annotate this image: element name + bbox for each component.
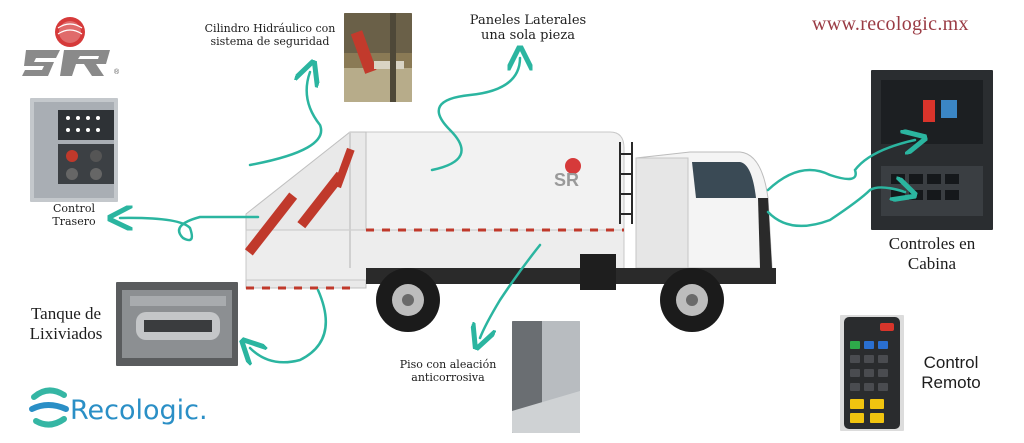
arrow-to-cabin-2 — [766, 187, 905, 228]
svg-text:®: ® — [114, 68, 120, 76]
remote-control-photo — [840, 315, 904, 431]
garbage-truck-illustration: SR — [244, 131, 776, 332]
label-leachate-tank: Tanque de Lixiviados — [29, 304, 103, 343]
cabin-controls-photo — [871, 70, 993, 230]
arrow-to-floor — [480, 243, 542, 338]
arrow-to-tank — [250, 288, 327, 362]
label-cylinder: Cilindro Hidráulico con sistema de segur… — [204, 22, 336, 48]
label-floor: Piso con aleación anticorrosiva — [399, 358, 497, 384]
label-rear-control: Control Trasero — [52, 202, 96, 228]
label-side-panels: Paneles Laterales una sola pieza — [469, 13, 587, 43]
svg-text:Recologic.: Recologic. — [70, 395, 208, 426]
arrow-to-panels — [430, 58, 520, 172]
arrow-to-cabin-1 — [766, 140, 915, 192]
rear-control-photo — [30, 98, 118, 202]
arrow-to-cylinder — [248, 72, 323, 167]
arrow-to-rear-control — [120, 217, 260, 242]
svg-text:SR: SR — [554, 170, 579, 190]
label-remote-control: Control Remoto — [921, 353, 981, 392]
label-cabin-controls: Controles en Cabina — [888, 234, 976, 273]
sr-logo: ® — [22, 17, 120, 76]
website-url[interactable]: www.recologic.mx — [812, 13, 969, 35]
hydraulic-cylinder-photo — [344, 13, 412, 102]
leachate-tank-photo — [116, 282, 238, 366]
recologic-logo: Recologic. — [29, 387, 208, 428]
floor-photo — [512, 321, 580, 433]
